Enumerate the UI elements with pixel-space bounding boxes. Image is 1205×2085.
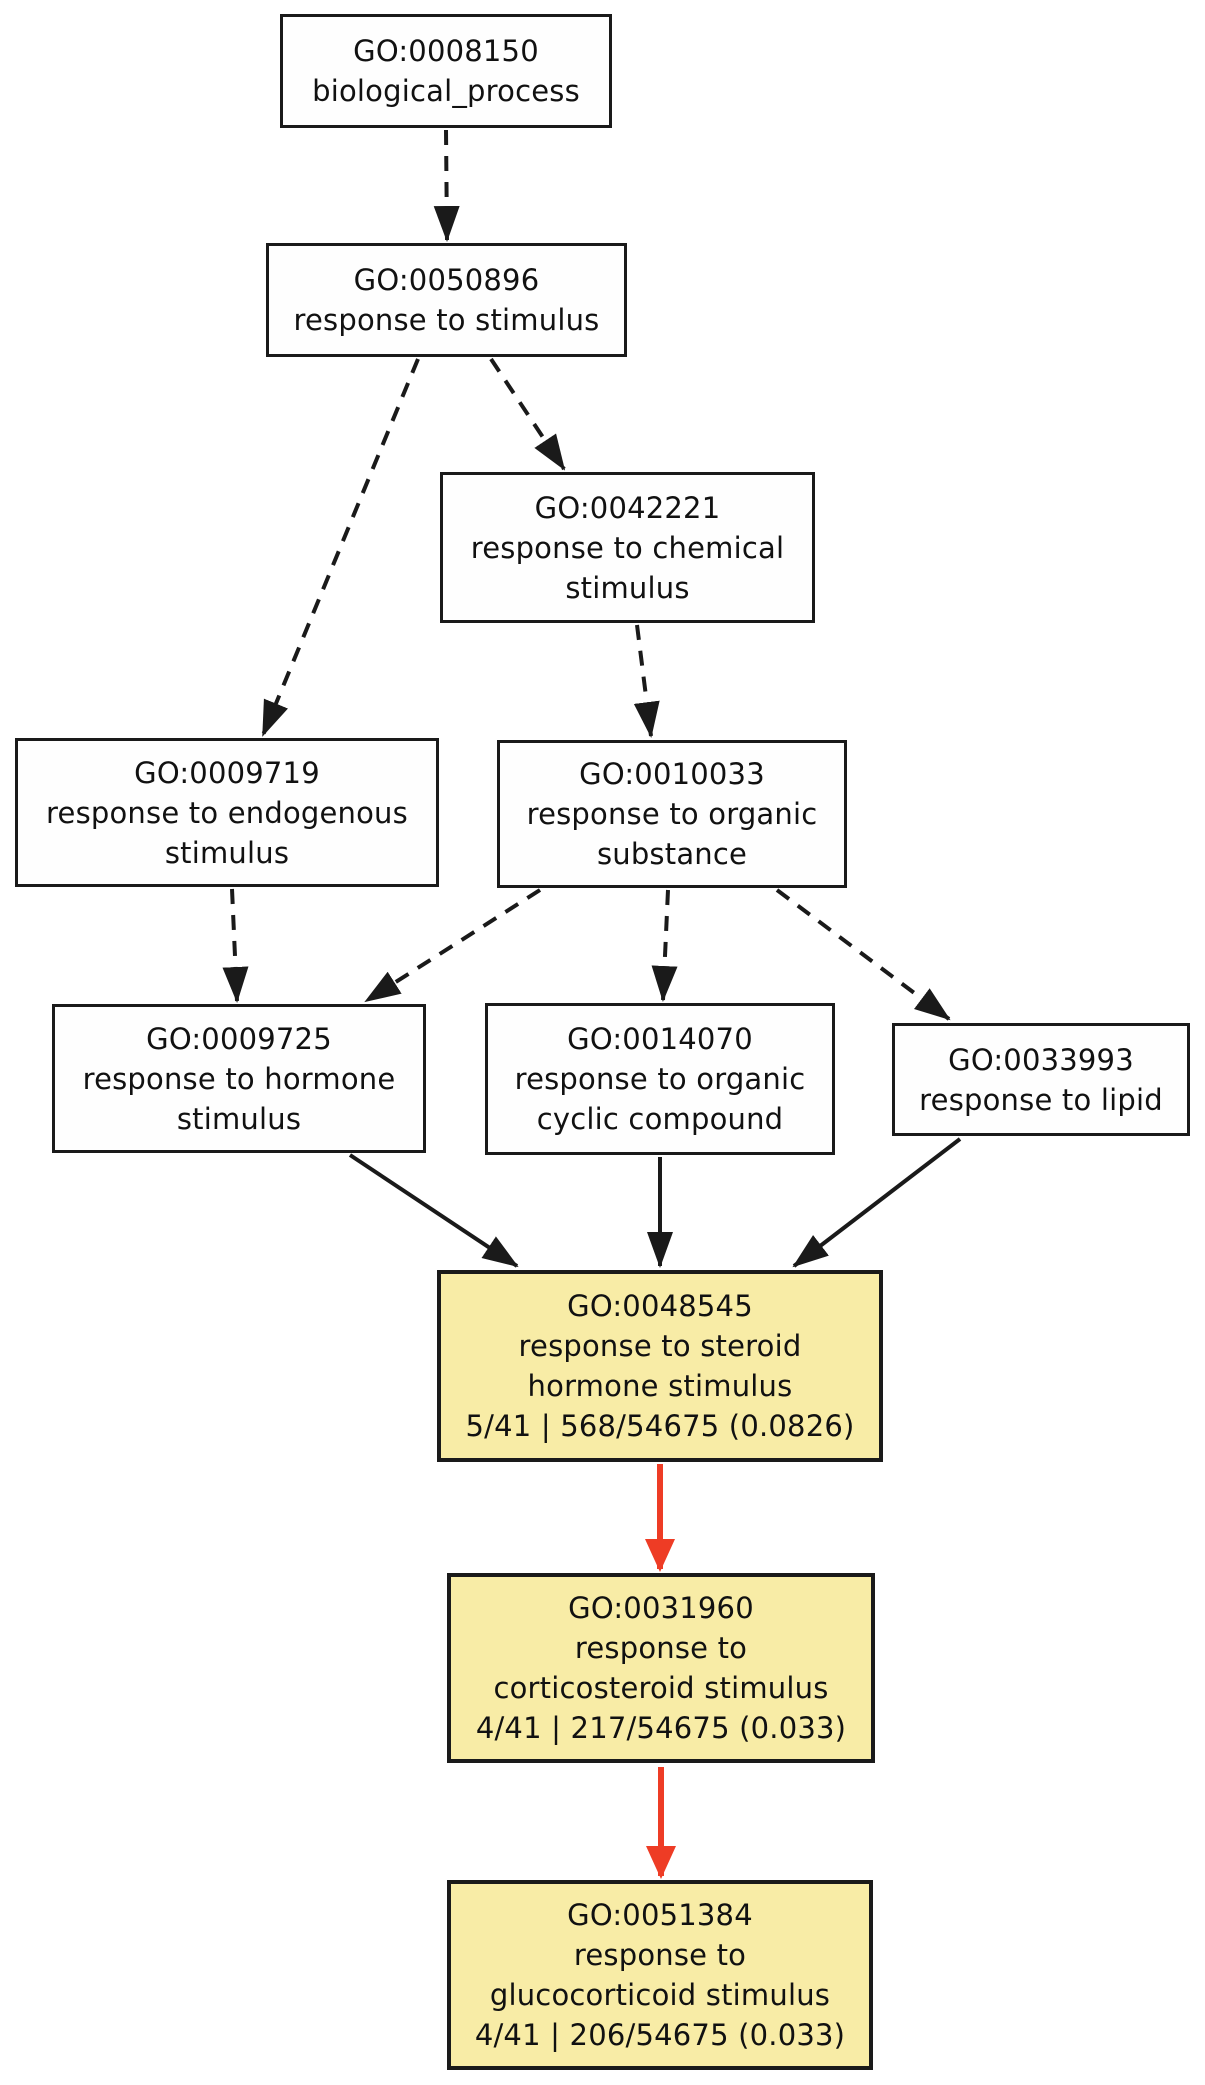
node-GO:0051384: GO:0051384 response to glucocorticoid st…: [447, 1880, 873, 2070]
node-GO:0014070: GO:0014070 response to organic cyclic co…: [485, 1003, 835, 1155]
go-term-name: hormone stimulus: [527, 1369, 793, 1403]
go-term-name: stimulus: [565, 570, 690, 605]
go-term-name: response to endogenous: [46, 795, 408, 830]
edge-GO0010033-GO0009725: [364, 888, 542, 1003]
go-term-id: GO:0042221: [534, 490, 721, 525]
go-term-name: response to lipid: [919, 1082, 1163, 1117]
go-term-id: GO:0014070: [567, 1022, 753, 1056]
edge-GO0050896-GO0009719: [261, 358, 420, 737]
go-term-id: GO:0033993: [948, 1042, 1134, 1077]
node-GO:0048545: GO:0048545 response to steroid hormone s…: [437, 1270, 883, 1462]
go-term-name: glucocorticoid stimulus: [489, 1978, 831, 2012]
go-term-stats: 4/41 | 217/54675 (0.033): [475, 1711, 847, 1745]
go-term-name: response to chemical: [470, 530, 785, 565]
go-term-name: corticosteroid stimulus: [493, 1671, 829, 1705]
node-GO:0031960: GO:0031960 response to corticosteroid st…: [447, 1573, 875, 1763]
node-GO:0050896: GO:0050896 response to stimulus: [266, 243, 627, 357]
go-term-name: response to organic: [514, 1062, 806, 1096]
edge-GO0042221-GO0010033: [633, 624, 660, 738]
go-term-id: GO:0009725: [146, 1021, 332, 1056]
go-term-name: response to stimulus: [293, 303, 600, 337]
go-term-name: stimulus: [164, 835, 290, 870]
go-term-name: response to: [574, 1631, 748, 1665]
go-term-name: response to steroid: [518, 1329, 802, 1363]
node-GO:0009719: GO:0009719 response to endogenous stimul…: [15, 738, 439, 887]
go-term-id: GO:0051384: [567, 1898, 753, 1932]
go-term-id: GO:0009719: [134, 755, 320, 790]
go-term-id: GO:0010033: [579, 757, 765, 791]
go-term-id: GO:0050896: [353, 263, 540, 297]
edge-GO0009719-GO0009725: [222, 888, 249, 1003]
go-term-name: stimulus: [176, 1101, 302, 1136]
go-term-name: cyclic compound: [536, 1102, 784, 1136]
node-GO:0042221: GO:0042221 response to chemical stimulus: [440, 472, 815, 623]
node-GO:0008150: GO:0008150 biological_process: [280, 14, 612, 128]
edge-GO0010033-GO0014070: [651, 889, 678, 1002]
node-GO:0010033: GO:0010033 response to organic substance: [497, 740, 847, 888]
go-term-name: response to: [573, 1938, 747, 1972]
edge-GO0050896-GO0042221: [489, 357, 566, 471]
edge-GO0008150-GO0050896: [433, 129, 460, 242]
node-GO:0009725: GO:0009725 response to hormone stimulus: [52, 1004, 426, 1153]
go-term-name: substance: [596, 837, 748, 871]
go-term-name: response to organic: [526, 797, 818, 831]
go-term-id: GO:0031960: [568, 1591, 754, 1625]
edge-GO0010033-GO0033993: [775, 888, 951, 1021]
go-term-name: biological_process: [312, 74, 580, 108]
go-term-name: response to hormone: [82, 1061, 396, 1096]
node-GO:0033993: GO:0033993 response to lipid: [892, 1023, 1190, 1136]
go-term-stats: 4/41 | 206/54675 (0.033): [474, 2018, 846, 2052]
go-term-id: GO:0048545: [567, 1289, 753, 1323]
go-term-id: GO:0008150: [353, 34, 539, 68]
edge-GO0009725-GO0048545: [348, 1153, 519, 1268]
edge-GO0033993-GO0048545: [792, 1137, 962, 1268]
go-term-stats: 5/41 | 568/54675 (0.0826): [465, 1409, 855, 1443]
